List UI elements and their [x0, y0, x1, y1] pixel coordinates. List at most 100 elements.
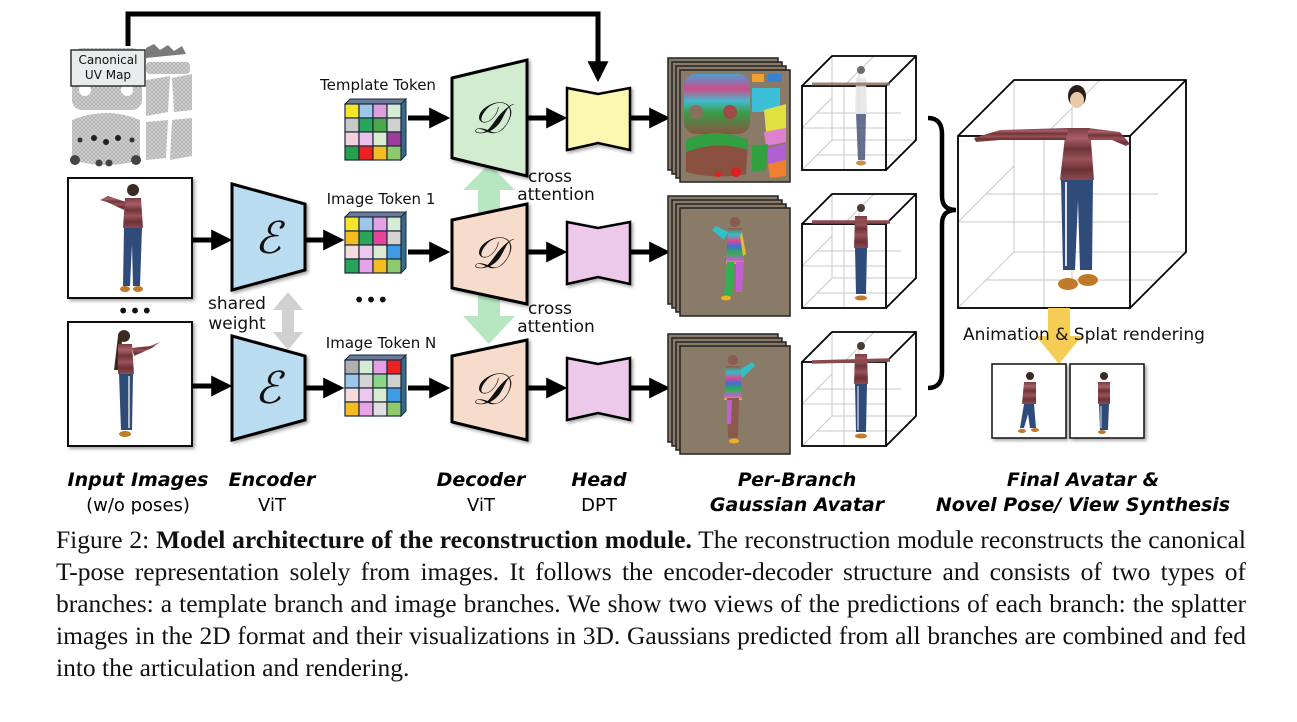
encoder-block-1: [230, 182, 307, 292]
architecture-diagram: Canonical UV Map ••• ℰ: [67, 11, 1230, 516]
stage-subtitle-decoder: ViT: [467, 495, 496, 516]
encoder-symbol: ℰ: [255, 363, 286, 414]
token-cell: [386, 359, 402, 375]
token-cell: [358, 387, 374, 403]
splatter-stack-image-n: [667, 333, 791, 455]
cube-hidden-edge: [801, 277, 833, 309]
caption-bold-title: Model architecture of the reconstruction…: [155, 525, 692, 554]
stage-subtitle-head: DPT: [581, 495, 618, 516]
token-cell: [358, 258, 374, 274]
avatar-image1-3d: [812, 204, 890, 301]
stage-title-encoder: Encoder: [229, 469, 317, 491]
cube-hidden-edge: [801, 415, 833, 447]
uv-map-label-line1: Canonical: [79, 53, 138, 67]
token-cell: [372, 387, 388, 403]
token-cell: [344, 359, 360, 375]
token-cell: [372, 216, 388, 232]
head-block-image-n: [565, 356, 632, 422]
avatar-imagen-3d: [811, 342, 891, 439]
token-cell: [358, 103, 374, 119]
novel-pose-render-1: [991, 363, 1067, 439]
decoder-block-image-1: [450, 202, 529, 306]
token-grid-top: [343, 354, 408, 361]
input-image-1: [67, 177, 193, 299]
caption-label: Figure 2:: [56, 525, 150, 554]
final-avatar-figure: [974, 85, 1130, 290]
caption-body: The reconstruction module reconstructs t…: [56, 525, 1247, 682]
combine-brace: [927, 115, 957, 391]
token-cell: [386, 216, 402, 232]
render-arrow: [1036, 308, 1082, 364]
cube-grid-line: [957, 165, 1015, 223]
decoder-block-template: [450, 58, 529, 178]
cube-outer-edge: [885, 193, 917, 225]
person-figure: [100, 184, 143, 292]
cube-front-face: [801, 223, 887, 309]
input-ellipsis: •••: [117, 299, 152, 323]
token-cell: [372, 359, 388, 375]
token-cell: [372, 244, 388, 260]
uv-map-label-box: [70, 49, 146, 87]
token-cell: [358, 131, 374, 147]
token-cell: [372, 131, 388, 147]
avatar-template-3d: [812, 66, 890, 166]
decoder-block-image-n: [450, 338, 529, 442]
token-cell: [386, 103, 402, 119]
token-cell: [386, 145, 402, 161]
token-cell: [386, 230, 402, 246]
figure-caption: Figure 2: Model architecture of the reco…: [56, 524, 1246, 684]
cube-outer-edge: [885, 331, 917, 363]
shared-weight-label-line1: shared: [208, 294, 266, 314]
gaussian-cube-image-1: [801, 193, 917, 309]
token-cell: [344, 401, 360, 417]
splatter-body: [712, 217, 746, 301]
token-cell: [358, 216, 374, 232]
cube-outer-edge: [885, 55, 917, 87]
stage-title-gaussian: Per-Branch: [738, 469, 857, 491]
token-cell: [358, 359, 374, 375]
token-cell: [372, 103, 388, 119]
token-cell: [358, 401, 374, 417]
cube-front-face: [801, 85, 887, 171]
token-grid-top: [343, 211, 408, 218]
person-figure: [114, 330, 160, 437]
shared-weight-arrow: [273, 292, 303, 350]
shared-weight-label-line2: weight: [208, 314, 266, 334]
template-token-grid: [343, 97, 408, 162]
uv-map-label-line2: UV Map: [85, 68, 131, 82]
splatter-body: [724, 355, 755, 444]
token-cell: [372, 145, 388, 161]
token-cell: [386, 387, 402, 403]
token-grid-top: [343, 98, 408, 105]
token-cell: [344, 230, 360, 246]
token-cell: [344, 387, 360, 403]
input-image-n: [67, 321, 193, 447]
cube-grid-line: [801, 373, 833, 405]
image-token-n-grid: [343, 353, 408, 418]
stage-title-input: Input Images: [68, 469, 209, 491]
cross-attention-label-2-line1: cross: [528, 299, 572, 319]
head-block-template: [565, 86, 632, 152]
token-cell: [358, 145, 374, 161]
cross-attention-label-1-line1: cross: [528, 167, 572, 187]
token-cell: [386, 117, 402, 133]
image-token-1-label: Image Token 1: [327, 190, 436, 208]
cube-grid-line: [801, 235, 833, 267]
token-cell: [386, 373, 402, 389]
token-grid-side: [400, 353, 407, 418]
token-cell: [344, 244, 360, 260]
cross-attention-arrow-2: [463, 292, 515, 344]
token-ellipsis: •••: [353, 288, 388, 312]
token-cell: [358, 117, 374, 133]
head-block-image-1: [565, 220, 632, 286]
token-cell: [358, 373, 374, 389]
cube-outer-edge: [1129, 79, 1187, 137]
token-cell: [344, 373, 360, 389]
cube-hidden-edge: [801, 139, 833, 171]
stage-title-decoder: Decoder: [437, 469, 527, 491]
token-cell: [344, 103, 360, 119]
token-cell: [386, 258, 402, 274]
token-cell: [372, 230, 388, 246]
token-cell: [344, 131, 360, 147]
cross-attention-label-1-line2: attention: [517, 185, 595, 205]
